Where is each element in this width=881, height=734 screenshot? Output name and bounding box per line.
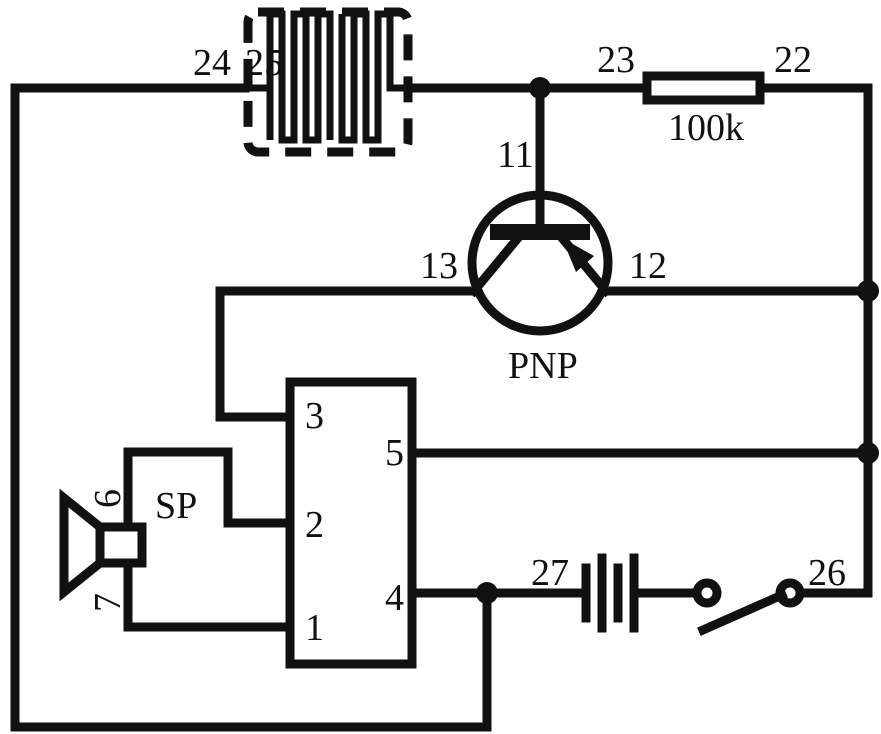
wires: [10, 83, 873, 732]
speaker-magnet: [95, 522, 147, 568]
switch-terminal: [692, 578, 722, 608]
label-node-22: 22: [774, 39, 812, 81]
junction-dot: [857, 442, 879, 464]
wire-pin-1: [123, 558, 295, 632]
ic-chip: [285, 377, 417, 669]
junction-dot: [857, 280, 879, 302]
label-pin-4: 4: [385, 577, 404, 619]
wire-transistor-13: [215, 286, 479, 422]
label-node-26: 26: [808, 552, 846, 594]
junction-dot: [529, 77, 551, 99]
label-pin-2: 2: [305, 504, 324, 546]
switch-blade: [697, 589, 788, 636]
label-resistor-value: 100k: [668, 107, 744, 149]
label-node-6: 6: [87, 489, 129, 508]
junction-dot: [476, 582, 498, 604]
label-pin-1: 1: [305, 607, 324, 649]
battery: [581, 553, 639, 633]
emitter-arrow-icon: [562, 238, 594, 272]
speaker: [59, 488, 147, 602]
label-node-24: 24: [193, 42, 231, 84]
label-node-13: 13: [420, 245, 458, 287]
label-node-23: 23: [597, 39, 635, 81]
label-node-12: 12: [629, 245, 667, 287]
sensor-dashed-box: [243, 7, 413, 157]
label-node-25: 25: [245, 42, 283, 84]
label-speaker: SP: [155, 485, 197, 527]
sensor-electrode: [245, 10, 408, 144]
resistor: [642, 71, 765, 105]
label-node-27: 27: [531, 552, 569, 594]
label-node-11: 11: [497, 134, 534, 176]
switch: [692, 578, 805, 636]
wire-left-loop: [10, 83, 492, 732]
sensor-element: [243, 7, 413, 157]
label-pin-5: 5: [385, 432, 404, 474]
label-pin-3: 3: [305, 395, 324, 437]
pnp-transistor: [467, 187, 613, 336]
label-node-7: 7: [87, 593, 129, 612]
labels: 24 25 23 22 100k 11 13 12 PNP 3 5 2 4 1 …: [87, 39, 846, 649]
junctions: [476, 77, 879, 604]
label-transistor-type: PNP: [508, 345, 578, 387]
wire-right-rail: [755, 83, 873, 598]
wire-pin-2: [123, 447, 295, 532]
speaker-cone-icon: [59, 488, 105, 602]
transistor-collector-lead: [467, 231, 525, 298]
